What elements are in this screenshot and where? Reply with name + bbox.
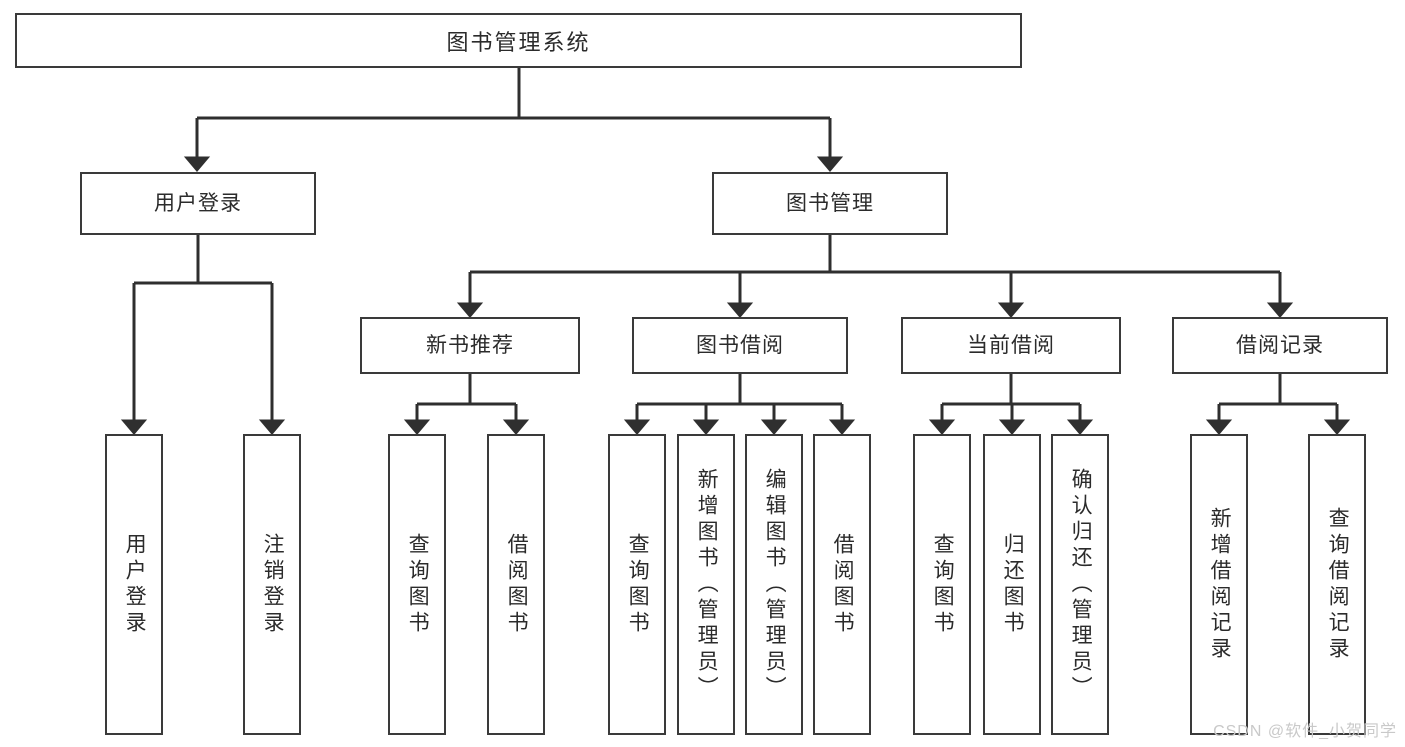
leaf-borrow-book[interactable]: 借阅图书 — [813, 434, 871, 735]
node-label: 借阅记录 — [1236, 333, 1324, 357]
node-borrow-record[interactable]: 借阅记录 — [1172, 317, 1388, 374]
leaf-return-book[interactable]: 归还图书 — [983, 434, 1041, 735]
leaf-query-book-borrow[interactable]: 查询图书 — [608, 434, 666, 735]
node-label: 用户登录 — [123, 532, 147, 637]
node-label: 图书借阅 — [696, 333, 784, 357]
leaf-user-login[interactable]: 用户登录 — [105, 434, 163, 735]
leaf-confirm-return-admin[interactable]: 确认归还（管理员） — [1051, 434, 1109, 735]
node-label: 查询图书 — [626, 532, 650, 637]
node-label: 用户登录 — [154, 191, 242, 215]
leaf-edit-book-admin[interactable]: 编辑图书（管理员） — [745, 434, 803, 735]
node-current-borrow[interactable]: 当前借阅 — [901, 317, 1121, 374]
node-book-borrow[interactable]: 图书借阅 — [632, 317, 848, 374]
node-label: 查询图书 — [406, 532, 430, 637]
leaf-add-borrow-record[interactable]: 新增借阅记录 — [1190, 434, 1248, 735]
node-label: 确认归还（管理员） — [1069, 467, 1093, 702]
leaf-borrow-book-recommend[interactable]: 借阅图书 — [487, 434, 545, 735]
node-label: 借阅图书 — [505, 532, 529, 637]
leaf-query-borrow-record[interactable]: 查询借阅记录 — [1308, 434, 1366, 735]
node-label: 查询借阅记录 — [1326, 506, 1350, 663]
node-label: 查询图书 — [931, 532, 955, 637]
node-label: 编辑图书（管理员） — [763, 467, 787, 702]
node-label: 当前借阅 — [967, 333, 1055, 357]
node-label: 注销登录 — [261, 532, 285, 637]
node-label: 新书推荐 — [426, 333, 514, 357]
node-book-management[interactable]: 图书管理 — [712, 172, 948, 235]
node-label: 归还图书 — [1001, 532, 1025, 637]
node-label: 图书管理 — [786, 191, 874, 215]
node-label: 借阅图书 — [831, 532, 855, 637]
node-new-book-recommend[interactable]: 新书推荐 — [360, 317, 580, 374]
node-user-login[interactable]: 用户登录 — [80, 172, 316, 235]
leaf-query-book-recommend[interactable]: 查询图书 — [388, 434, 446, 735]
node-label: 新增借阅记录 — [1208, 506, 1232, 663]
leaf-query-book-current[interactable]: 查询图书 — [913, 434, 971, 735]
node-root[interactable]: 图书管理系统 — [15, 13, 1022, 68]
node-label: 图书管理系统 — [446, 29, 591, 55]
leaf-add-book-admin[interactable]: 新增图书（管理员） — [677, 434, 735, 735]
node-label: 新增图书（管理员） — [695, 467, 719, 702]
leaf-logout[interactable]: 注销登录 — [243, 434, 301, 735]
